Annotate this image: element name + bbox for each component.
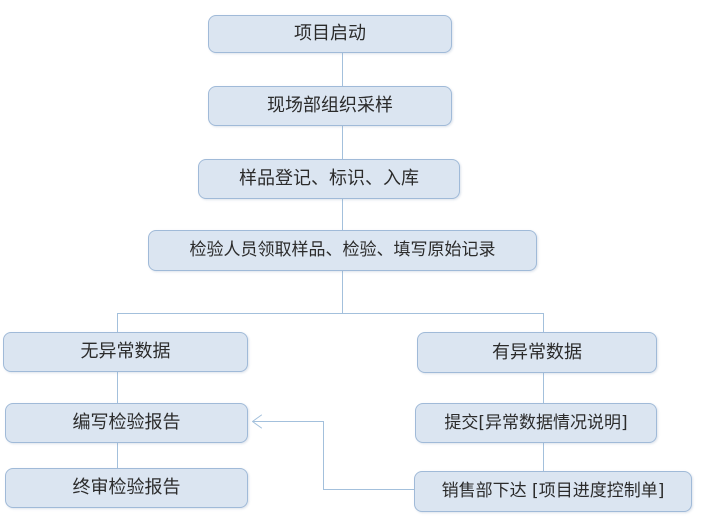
flow-node-sales-control-sheet: 销售部下达 [项目进度控制单] bbox=[414, 471, 692, 512]
connector-branch-split bbox=[117, 313, 544, 332]
flow-node-inspection-record: 检验人员领取样品、检验、填写原始记录 bbox=[148, 230, 537, 271]
flow-node-no-abnormal-data: 无异常数据 bbox=[3, 332, 248, 372]
flow-node-project-start: 项目启动 bbox=[208, 15, 452, 53]
flow-node-write-report: 编写检验报告 bbox=[5, 403, 248, 443]
flow-node-abnormal-data: 有异常数据 bbox=[417, 332, 657, 373]
arrowhead-left-icon bbox=[252, 414, 262, 429]
connector-sales-write-feedback bbox=[253, 421, 414, 490]
flow-node-submit-explanation: 提交[异常数据情况说明] bbox=[415, 403, 657, 443]
flow-node-site-sampling: 现场部组织采样 bbox=[208, 86, 452, 126]
flow-node-sample-register: 样品登记、标识、入库 bbox=[198, 159, 460, 199]
flow-node-final-review-report: 终审检验报告 bbox=[5, 468, 248, 508]
